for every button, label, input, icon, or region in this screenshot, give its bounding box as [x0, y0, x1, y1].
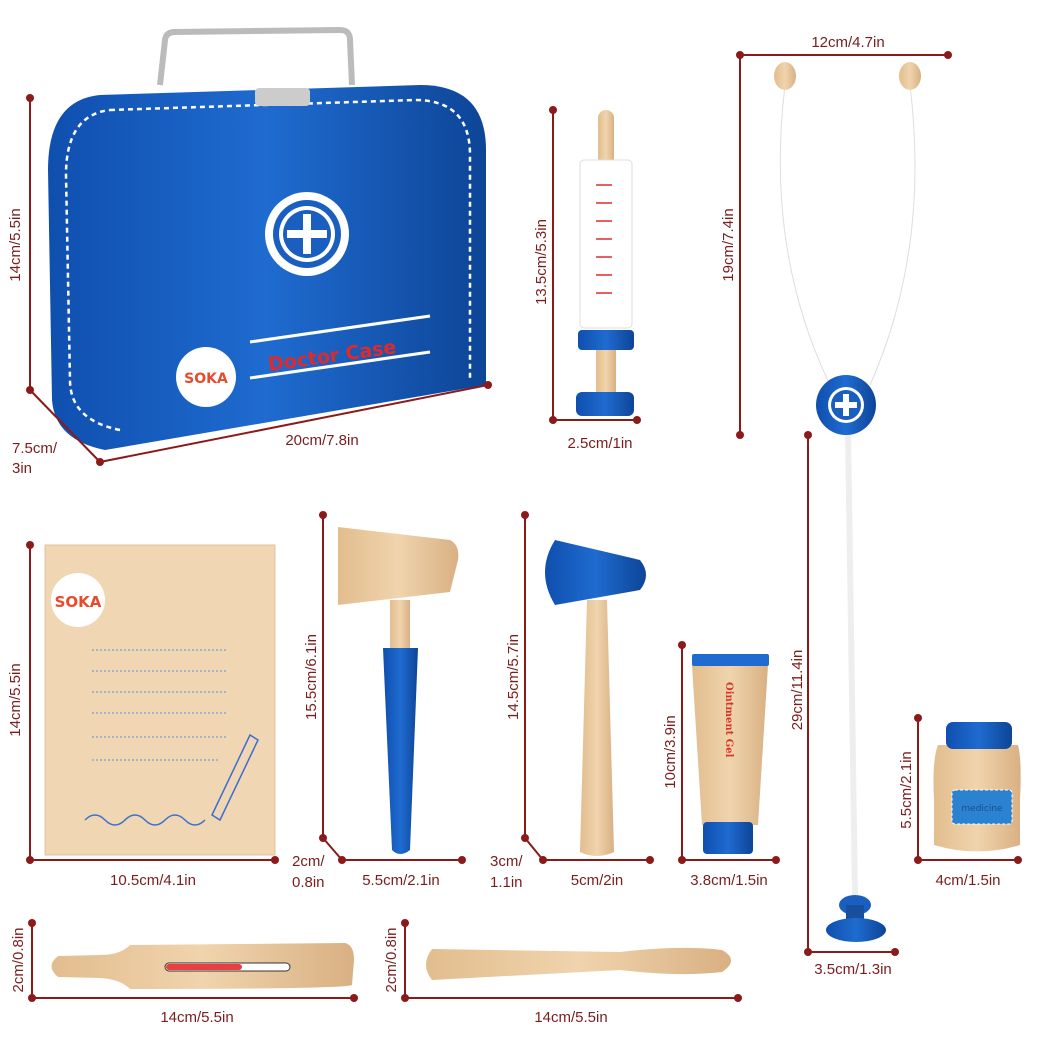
ointment-tube: Ointment Gel	[692, 654, 769, 854]
medicine-jar-height-label: 5.5cm/2.1in	[898, 751, 915, 829]
case-height-label: 14cm/5.5in	[7, 208, 24, 281]
case-latch	[255, 88, 310, 106]
case-handle	[157, 26, 355, 86]
stethoscope-upper-height-label: 19cm/7.4in	[720, 208, 737, 281]
mallet-depth-label-2: 1.1in	[490, 874, 523, 891]
stethoscope-chest-width-label: 3.5cm/1.3in	[814, 961, 892, 978]
case-depth-label-1: 7.5cm/	[12, 440, 58, 457]
stethoscope-dimensions: 12cm/4.7in 19cm/7.4in 29cm/11.4in 3.5cm/…	[720, 34, 952, 978]
notepad-dimensions: 14cm/5.5in 10.5cm/4.1in	[7, 541, 279, 889]
tongue-depressor-height-label: 2cm/0.8in	[383, 927, 400, 992]
mallet-width-label: 5cm/2in	[571, 872, 624, 889]
thermometer-width-label: 14cm/5.5in	[160, 1009, 233, 1026]
mallet-height-label: 14.5cm/5.7in	[505, 634, 522, 720]
reflex-hammer-width-label: 5.5cm/2.1in	[362, 872, 440, 889]
reflex-hammer-depth-label-2: 0.8in	[292, 874, 325, 891]
syringe-width-label: 2.5cm/1in	[567, 435, 632, 452]
thermometer-height-label: 2cm/0.8in	[10, 927, 27, 992]
case-depth-label-2: 3in	[12, 460, 32, 477]
thermometer	[51, 943, 354, 989]
case-brand: SOKA	[184, 371, 228, 387]
ointment-height-label: 10cm/3.9in	[662, 715, 679, 788]
stethoscope-tube-length-label: 29cm/11.4in	[789, 650, 806, 731]
reflex-hammer-dimensions: 15.5cm/6.1in 2cm/ 0.8in 5.5cm/2.1in	[292, 511, 466, 891]
medicine-label: medicine	[961, 804, 1003, 814]
case-width-label: 20cm/7.8in	[285, 432, 358, 449]
ointment-dimensions: 10cm/3.9in 3.8cm/1.5in	[662, 641, 780, 889]
tongue-depressor	[426, 947, 731, 980]
doctor-case: SOKA Doctor Case	[48, 26, 486, 450]
stethoscope-top-width-label: 12cm/4.7in	[811, 34, 884, 51]
reflex-hammer-depth-label-1: 2cm/	[292, 853, 325, 870]
medicine-jar-dimensions: 5.5cm/2.1in 4cm/1.5in	[898, 714, 1022, 889]
notepad-width-label: 10.5cm/4.1in	[110, 872, 196, 889]
notepad-height-label: 14cm/5.5in	[7, 663, 24, 736]
case-dimensions: 14cm/5.5in 7.5cm/ 3in 20cm/7.8in	[7, 94, 492, 477]
mallet-dimensions: 14.5cm/5.7in 3cm/ 1.1in 5cm/2in	[490, 511, 654, 891]
syringe-height-label: 13.5cm/5.3in	[533, 219, 550, 305]
tongue-depressor-dimensions: 2cm/0.8in 14cm/5.5in	[383, 919, 742, 1026]
ointment-label: Ointment Gel	[723, 682, 734, 758]
mallet-depth-label-1: 3cm/	[490, 853, 523, 870]
ointment-width-label: 3.8cm/1.5in	[690, 872, 768, 889]
tongue-depressor-width-label: 14cm/5.5in	[534, 1009, 607, 1026]
stethoscope	[774, 62, 921, 942]
soka-logo-badge	[176, 347, 236, 407]
reflex-hammer-height-label: 15.5cm/6.1in	[303, 634, 320, 720]
reflex-hammer	[338, 527, 459, 854]
medicine-jar-width-label: 4cm/1.5in	[935, 872, 1000, 889]
syringe-dimensions: 13.5cm/5.3in 2.5cm/1in	[533, 106, 641, 452]
notepad: SOKA	[44, 544, 276, 856]
syringe	[576, 110, 634, 416]
thermometer-dimensions: 2cm/0.8in 14cm/5.5in	[10, 919, 358, 1026]
medicine-jar: medicine	[933, 722, 1021, 852]
notepad-brand: SOKA	[55, 593, 102, 611]
mallet	[545, 540, 646, 856]
pencil-icon	[211, 733, 259, 822]
